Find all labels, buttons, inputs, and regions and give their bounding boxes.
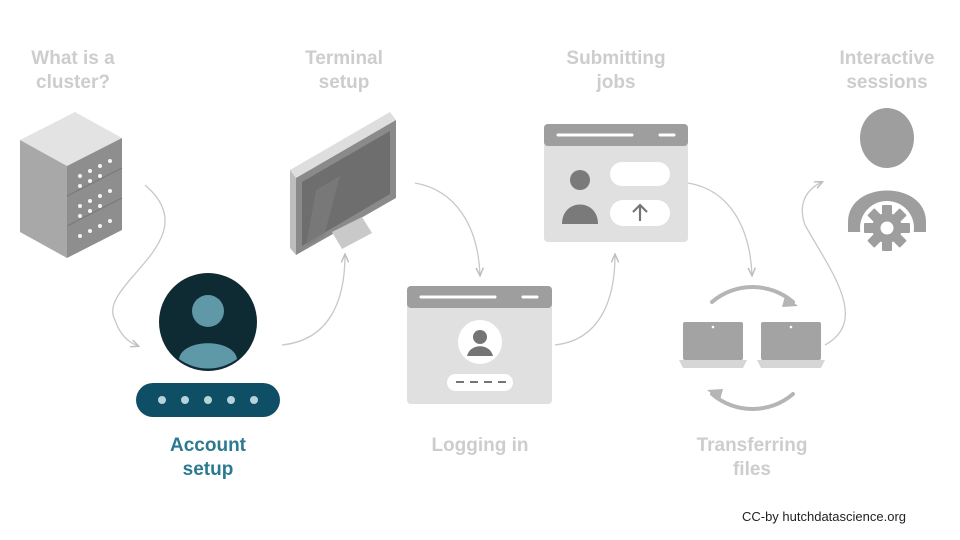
arrow-transfer-to-sessions xyxy=(801,182,846,346)
step-label-account-setup: Account setup xyxy=(170,435,246,480)
step-label-terminal-setup: Terminal setup xyxy=(305,48,383,93)
step-label-submitting-jobs: Submitting jobs xyxy=(566,48,666,93)
arrow-cluster-to-account xyxy=(112,184,166,346)
step-label-transferring-files: Transferring files xyxy=(696,435,808,480)
arrow-terminal-to-login xyxy=(414,182,480,275)
arrow-account-to-terminal xyxy=(281,255,345,346)
credit-text: CC-by hutchdatascience.org xyxy=(741,509,906,524)
flow-arrows xyxy=(112,182,846,346)
server-icon xyxy=(20,112,123,258)
step-label-cluster: What is a cluster? xyxy=(31,48,115,93)
step-label-interactive-sessions: Interactive sessions xyxy=(839,48,935,93)
interactive-session-icon xyxy=(848,108,926,255)
login-window-icon xyxy=(407,286,552,404)
arrow-jobs-to-transfer xyxy=(687,182,752,275)
user-account-icon xyxy=(136,273,280,417)
step-label-logging-in: Logging in xyxy=(431,435,529,456)
arrow-login-to-jobs xyxy=(554,255,615,346)
monitor-icon xyxy=(290,112,396,255)
file-transfer-icon xyxy=(679,285,825,411)
job-submit-window-icon xyxy=(544,124,688,242)
